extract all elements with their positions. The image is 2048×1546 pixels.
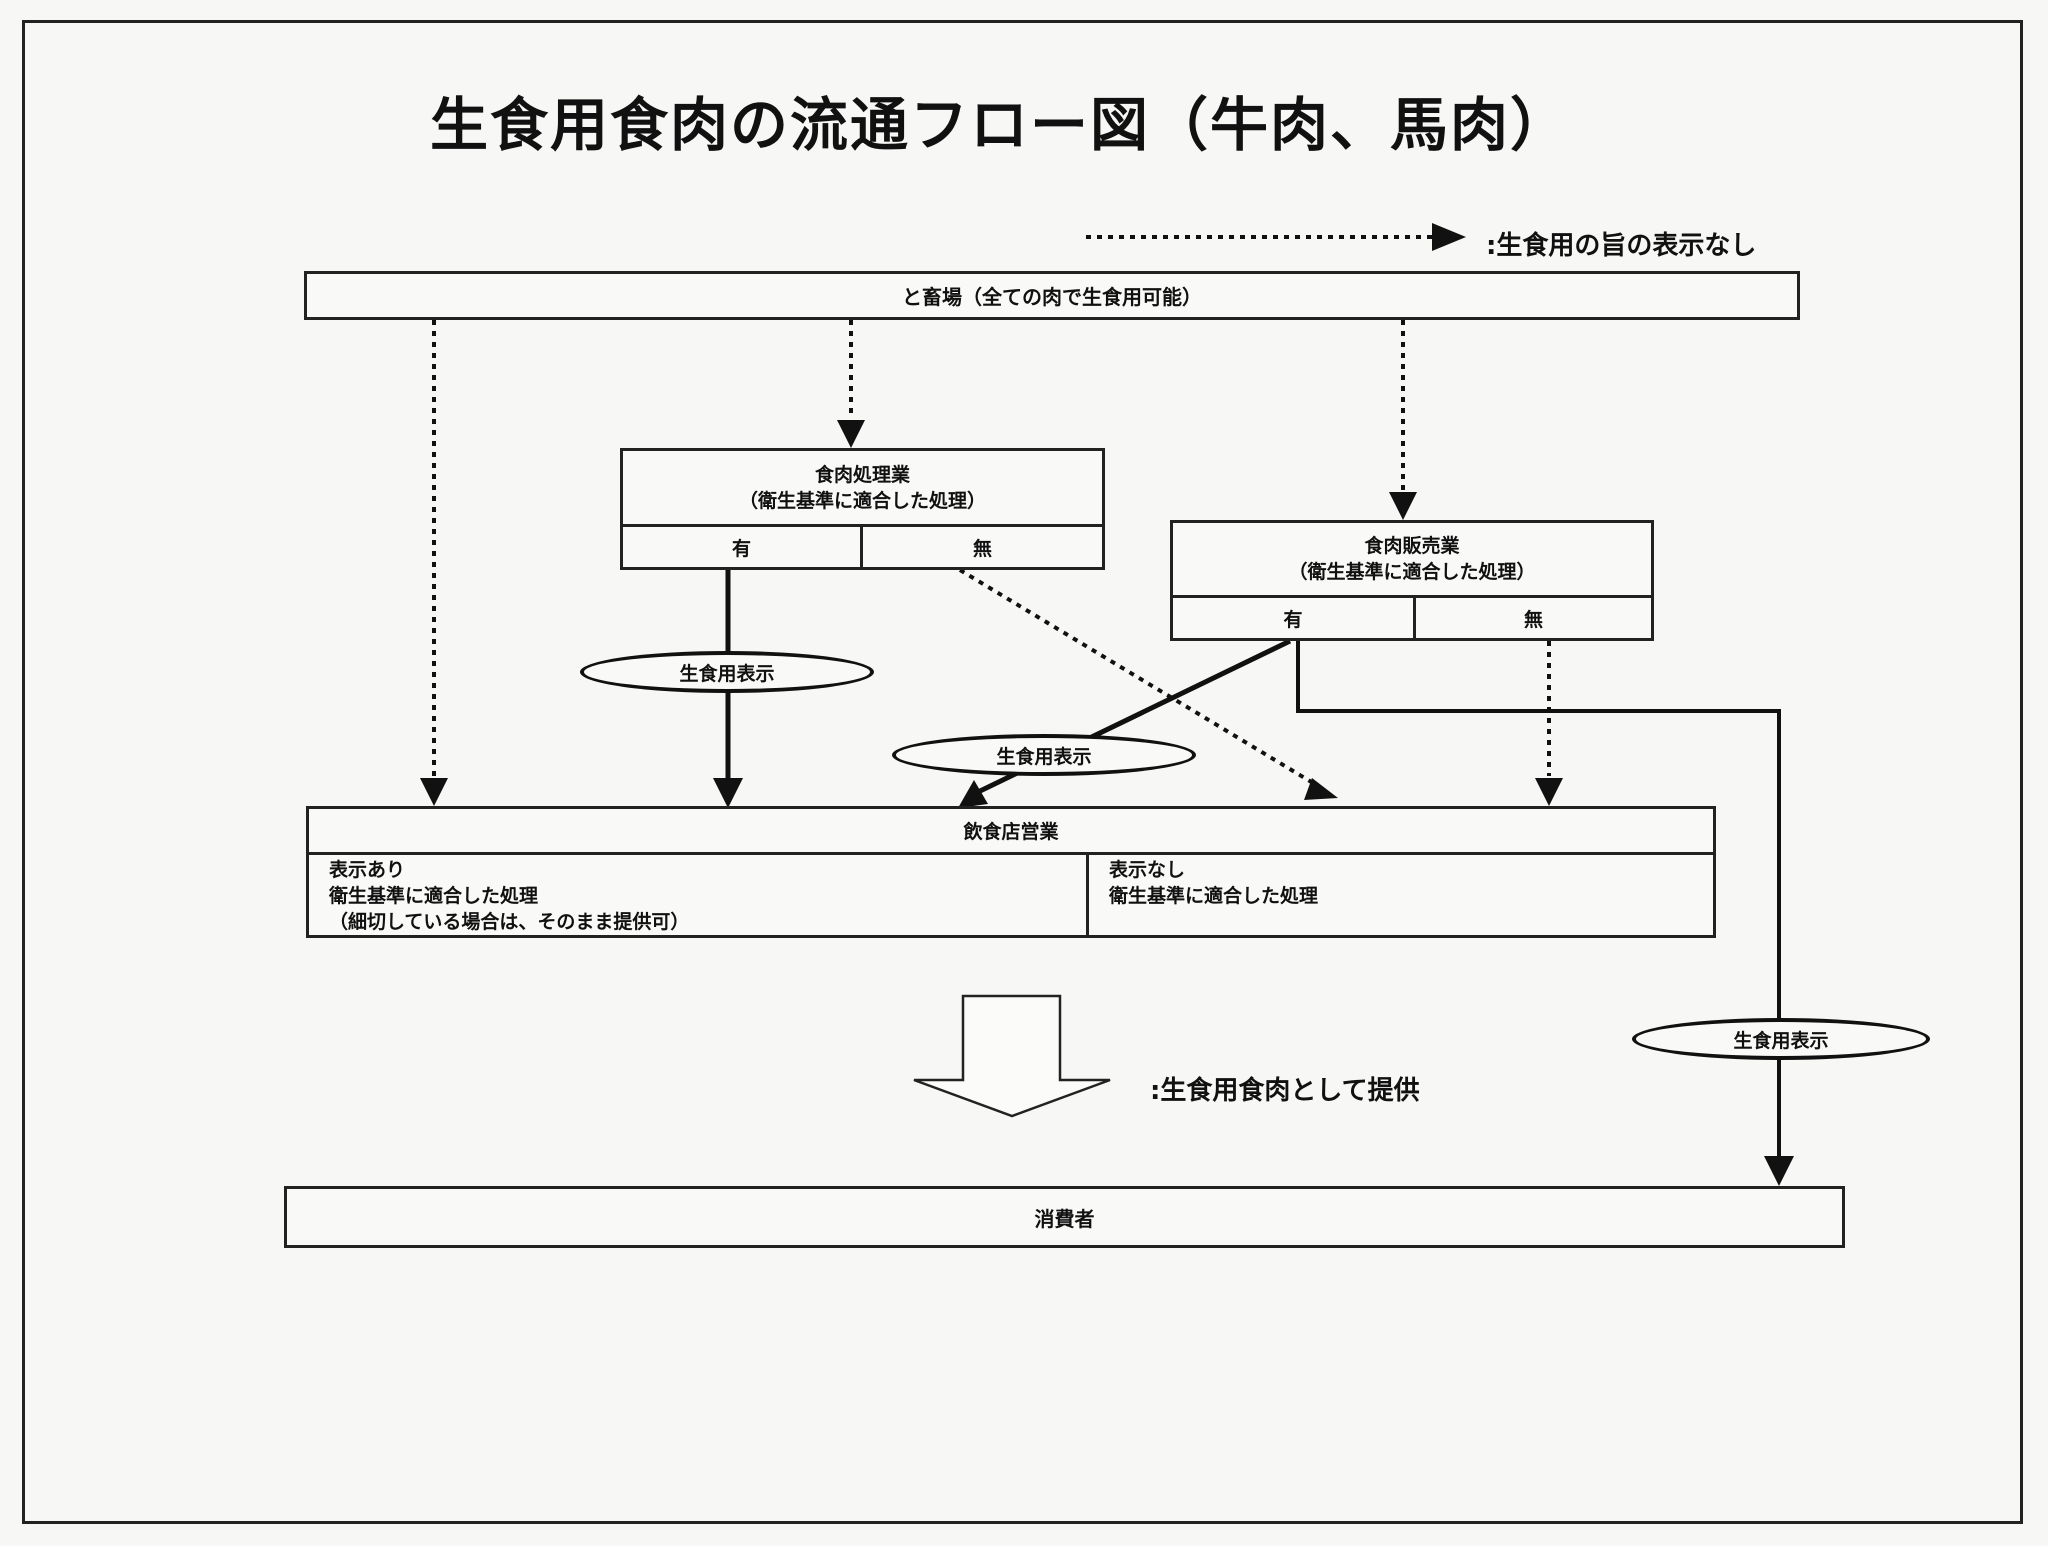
page-frame	[22, 20, 2023, 1524]
arrow-slaughterhouse-to-seller	[1389, 320, 1417, 520]
consumer-label: 消費者	[1034, 1206, 1095, 1231]
restaurant-header: 飲食店営業	[309, 809, 1713, 855]
raw-label-tag-consumer: 生食用表示	[1632, 1018, 1930, 1060]
raw-label-tag-text: 生食用表示	[996, 745, 1092, 768]
meat-processor-condition: （衛生基準に適合した処理）	[738, 489, 986, 512]
legend-dotted-label: :生食用の旨の表示なし	[1486, 231, 1757, 261]
arrow-seller-no-to-restaurant	[1535, 641, 1563, 806]
meat-seller-condition: （衛生基準に適合した処理）	[1288, 561, 1536, 583]
arrow-slaughterhouse-to-restaurant	[420, 320, 448, 806]
arrow-slaughterhouse-to-processor	[837, 320, 865, 448]
page-title: 生食用食肉の流通フロー図（牛肉、馬肉）	[429, 91, 1570, 159]
meat-seller-box: 食肉販売業 （衛生基準に適合した処理） 有 無	[1170, 520, 1654, 641]
restaurant-labeled-heading: 表示あり	[329, 859, 406, 881]
restaurant-labeled-column: 表示あり 衛生基準に適合した処理 （細切している場合は、そのまま提供可）	[309, 855, 1089, 935]
arrow-seller-yes-to-restaurant	[958, 638, 1292, 808]
meat-seller-no: 無	[1523, 608, 1543, 631]
meat-seller-header: 食肉販売業 （衛生基準に適合した処理）	[1173, 523, 1651, 595]
meat-processor-no: 無	[972, 537, 992, 560]
restaurant-box: 飲食店営業 表示あり 衛生基準に適合した処理 （細切している場合は、そのまま提供…	[306, 806, 1716, 938]
restaurant-unlabeled-column: 表示なし 衛生基準に適合した処理	[1089, 855, 1713, 935]
hollow-down-arrow-icon	[913, 994, 1111, 1118]
meat-processor-yes: 有	[731, 537, 751, 560]
legend-dotted-arrow	[1086, 223, 1466, 251]
restaurant-unlabeled-line1: 衛生基準に適合した処理	[1109, 885, 1319, 907]
slaughterhouse-box: と畜場（全ての肉で生食用可能）	[304, 271, 1800, 320]
arrow-seller-yes-to-consumer	[1296, 641, 1794, 1186]
consumer-box: 消費者	[284, 1186, 1845, 1248]
legend-hollow-label: :生食用食肉として提供	[1150, 1076, 1420, 1106]
raw-label-tag-text: 生食用表示	[1733, 1029, 1829, 1052]
meat-processor-box: 食肉処理業 （衛生基準に適合した処理） 有 無	[620, 448, 1105, 570]
meat-processor-no-cell: 無	[863, 524, 1102, 567]
meat-processor-name: 食肉処理業	[814, 463, 910, 486]
meat-processor-header: 食肉処理業 （衛生基準に適合した処理）	[623, 451, 1102, 524]
meat-seller-yes: 有	[1283, 608, 1303, 631]
meat-processor-yes-cell: 有	[623, 524, 863, 567]
arrow-processor-no-to-restaurant	[958, 568, 1338, 800]
raw-label-tag-processor: 生食用表示	[580, 651, 874, 693]
meat-seller-name: 食肉販売業	[1364, 535, 1460, 557]
restaurant-unlabeled-heading: 表示なし	[1109, 859, 1186, 881]
restaurant-labeled-line2: （細切している場合は、そのまま提供可）	[329, 911, 690, 933]
meat-seller-yes-cell: 有	[1173, 595, 1416, 638]
restaurant-labeled-line1: 衛生基準に適合した処理	[329, 885, 539, 907]
restaurant-name: 飲食店営業	[963, 821, 1059, 843]
raw-label-tag-text: 生食用表示	[679, 662, 775, 685]
raw-label-tag-seller: 生食用表示	[892, 734, 1196, 776]
meat-seller-no-cell: 無	[1416, 595, 1651, 638]
slaughterhouse-label: と畜場（全ての肉で生食用可能）	[902, 285, 1202, 309]
